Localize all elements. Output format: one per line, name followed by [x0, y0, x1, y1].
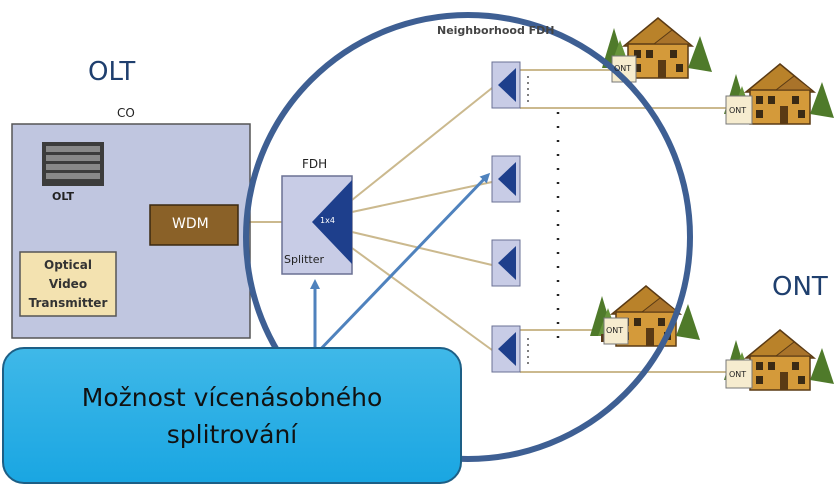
- ont-tag-1: ONT: [614, 64, 632, 73]
- neighborhood-splitter-3: [491, 239, 521, 287]
- fiber-lines: [104, 69, 730, 373]
- callout-line-1: Možnost vícenásobného: [81, 382, 383, 412]
- callout-box: Možnost vícenásobného splitrování: [2, 347, 462, 484]
- co-label: CO: [117, 106, 135, 120]
- fiber-to-splitter-2: [351, 181, 493, 213]
- video-transmitter-label: Optical Video Transmitter: [20, 256, 116, 313]
- neighborhood-splitter-1: [491, 61, 521, 109]
- olt-heading: OLT: [88, 57, 136, 87]
- neighborhood-splitter-4: [491, 325, 521, 373]
- olt-rack-icon: [42, 142, 104, 186]
- video-tx-line-2: Video: [48, 277, 88, 291]
- ont-tag-3: ONT: [606, 326, 624, 335]
- fiber-to-splitter-3: [351, 231, 493, 266]
- fdh-label: FDH: [302, 157, 328, 171]
- wdm-label: WDM: [172, 216, 209, 232]
- ont-tag-4: ONT: [729, 370, 747, 379]
- ont-heading: ONT: [772, 272, 828, 302]
- wdm-box: [149, 204, 239, 246]
- neighborhood-fdh-label: Neighborhood FDH: [437, 24, 555, 37]
- splitter-ratio-label: 1x4: [320, 216, 335, 225]
- fiber-to-splitter-1: [351, 87, 493, 201]
- neighborhood-splitter-2: [491, 155, 521, 203]
- ont-tags: [603, 55, 753, 389]
- splitter-label: Splitter: [284, 253, 324, 266]
- video-tx-line-1: Optical: [44, 258, 92, 272]
- callout-arrows: [310, 172, 491, 357]
- ont-tag-2: ONT: [729, 106, 747, 115]
- arrow-to-neighborhood-splitter: [313, 172, 491, 357]
- main-splitter-shape: [312, 180, 352, 264]
- video-transmitter-box: [19, 251, 117, 317]
- fiber-to-splitter-4: [351, 247, 493, 351]
- video-tx-line-3: Transmitter: [28, 296, 108, 310]
- olt-device-label: OLT: [52, 190, 75, 203]
- callout-line-2: splitrování: [166, 419, 298, 449]
- multi-split-highlight-circle: [243, 12, 693, 462]
